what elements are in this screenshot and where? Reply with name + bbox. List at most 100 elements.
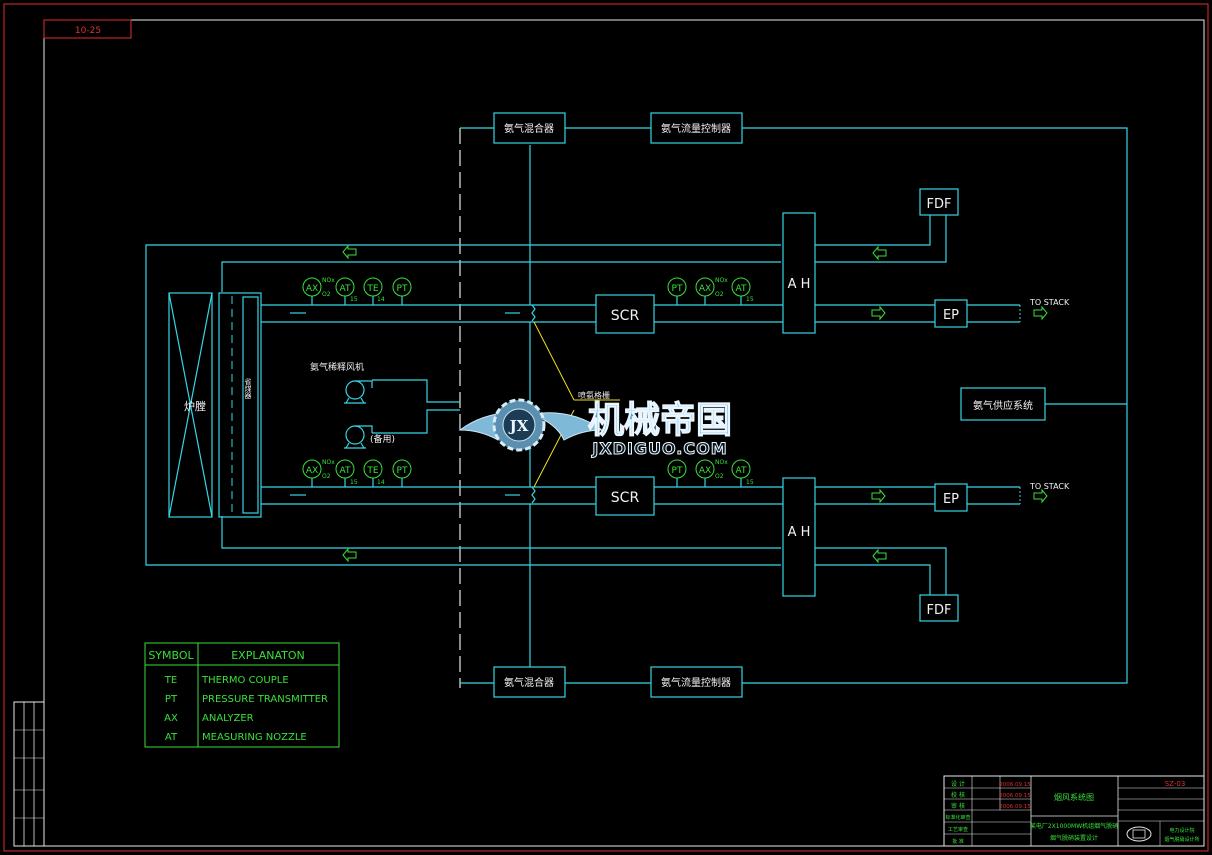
scr-reactor-lower: SCR (595, 476, 655, 516)
svg-text:TE: TE (164, 675, 177, 686)
fdf-fan-upper: FDF (919, 188, 959, 216)
flow-arrows (342, 244, 1048, 564)
svg-text:PT: PT (165, 694, 178, 705)
svg-text:(备用): (备用) (370, 433, 395, 445)
flue-gas-pipework (145, 127, 1128, 684)
svg-text:NOx: NOx (715, 459, 728, 466)
corner-tag-box (43, 19, 132, 39)
svg-text:O2: O2 (715, 473, 724, 480)
drawing-title: 烟风系统图 (1054, 792, 1094, 802)
svg-text:AX: AX (306, 466, 318, 476)
svg-text:O2: O2 (322, 473, 331, 480)
svg-text:EP: EP (943, 308, 959, 323)
svg-text:SCR: SCR (611, 308, 640, 324)
air-heater-upper: A H (782, 212, 816, 334)
svg-text:烟气脱硝装置设计: 烟气脱硝装置设计 (1050, 834, 1098, 842)
svg-text:NOx: NOx (322, 459, 335, 466)
svg-text:氨气流量控制器: 氨气流量控制器 (661, 676, 731, 689)
svg-text:AT: AT (736, 466, 747, 476)
svg-text:AT: AT (340, 284, 351, 294)
svg-text:MEASURING NOZZLE: MEASURING NOZZLE (202, 732, 307, 743)
svg-text:设 计: 设 计 (951, 780, 965, 788)
outer-frame (3, 3, 1209, 852)
svg-text:AX: AX (699, 466, 711, 476)
inner-frame (43, 19, 1205, 847)
ammonia-flow-controller-upper: 氨气流量控制器 (650, 112, 743, 144)
svg-text:2006.09.15: 2006.09.15 (999, 782, 1031, 788)
svg-text:PT: PT (672, 466, 683, 476)
svg-text:氨气混合器: 氨气混合器 (504, 676, 554, 689)
svg-text:工艺审查: 工艺审查 (948, 826, 968, 833)
svg-text:校 核: 校 核 (951, 791, 965, 799)
svg-text:NOx: NOx (322, 277, 335, 284)
economizer: 省煤器 (218, 292, 262, 518)
svg-text:JX: JX (508, 417, 529, 435)
svg-text:A H: A H (788, 277, 811, 292)
standby-fan-icon (344, 425, 373, 449)
svg-text:审 核: 审 核 (951, 802, 965, 810)
svg-text:THERMO COUPLE: THERMO COUPLE (201, 675, 289, 686)
svg-text:2006.09.15: 2006.09.15 (999, 804, 1031, 810)
svg-text:喷氨格栅: 喷氨格栅 (578, 390, 610, 400)
electrostatic-precipitator-lower: EP (934, 483, 968, 512)
air-heater-lower: A H (782, 477, 816, 597)
svg-text:氨气混合器: 氨气混合器 (504, 122, 554, 135)
ammonia-mixer-lower: 氨气混合器 (493, 666, 566, 698)
company-logo-icon (1126, 826, 1152, 842)
instruments-upper-left: AX NOx O2 AT 15 TE 14 PT (302, 277, 412, 305)
svg-text:AT: AT (165, 732, 178, 743)
svg-text:PT: PT (397, 466, 408, 476)
svg-text:标准化审查: 标准化审查 (945, 814, 970, 821)
svg-text:15: 15 (350, 296, 358, 303)
svg-text:15: 15 (350, 479, 358, 486)
svg-text:O2: O2 (715, 291, 724, 298)
svg-text:炉膛: 炉膛 (184, 399, 206, 413)
svg-text:EP: EP (943, 492, 959, 507)
svg-text:AX: AX (699, 284, 711, 294)
svg-text:AX: AX (164, 713, 178, 724)
svg-text:烟气脱硝设计所: 烟气脱硝设计所 (1164, 836, 1199, 843)
instruments-upper-right: PT AX NOx O2 AT 15 (667, 277, 754, 305)
watermark-logo: JX 机械帝国 JXDIGUO.COM (458, 398, 733, 459)
svg-text:氨气稀释风机: 氨气稀释风机 (310, 361, 364, 373)
svg-text:PT: PT (672, 284, 683, 294)
svg-text:AT: AT (736, 284, 747, 294)
electrostatic-precipitator-upper: EP (934, 299, 968, 328)
svg-text:PRESSURE TRANSMITTER: PRESSURE TRANSMITTER (202, 694, 328, 705)
dilution-fan-icon (344, 380, 373, 404)
svg-text:FDF: FDF (927, 197, 952, 212)
svg-text:电力设计院: 电力设计院 (1169, 827, 1194, 834)
svg-text:AX: AX (306, 284, 318, 294)
ammonia-flow-controller-lower: 氨气流量控制器 (650, 666, 743, 698)
ammonia-supply-system: 氨气供应系统 (960, 387, 1046, 421)
furnace: 炉膛 (168, 292, 213, 518)
svg-text:某电厂2X1000MW机组烟气脱硝: 某电厂2X1000MW机组烟气脱硝 (1030, 822, 1118, 830)
to-stack-lower: TO STACK (1029, 482, 1070, 491)
svg-text:A H: A H (788, 525, 811, 540)
corner-tag: 10-25 (75, 26, 101, 36)
svg-text:14: 14 (377, 296, 385, 303)
svg-text:15: 15 (746, 296, 754, 303)
svg-text:批 准: 批 准 (952, 838, 964, 845)
svg-text:氨气流量控制器: 氨气流量控制器 (661, 122, 731, 135)
svg-text:TE: TE (366, 284, 378, 294)
revision-strip (13, 701, 45, 847)
svg-text:15: 15 (746, 479, 754, 486)
title-block: 设 计 校 核 审 核 标准化审查 工艺审查 批 准 2006.09.15 20… (943, 775, 1205, 847)
instruments-lower-right: PT AX NOx O2 AT 15 (667, 459, 754, 487)
duct-flow-marks (290, 312, 520, 496)
svg-text:PT: PT (397, 284, 408, 294)
scr-reactor-upper: SCR (595, 294, 655, 334)
svg-text:机械帝国: 机械帝国 (588, 400, 732, 441)
legend-header-symbol: SYMBOL (148, 649, 194, 662)
drawing-number: SZ-03 (1165, 780, 1186, 788)
to-stack-upper: TO STACK (1029, 298, 1070, 307)
svg-text:JXDIGUO.COM: JXDIGUO.COM (591, 439, 727, 458)
svg-text:SCR: SCR (611, 490, 640, 506)
svg-text:2006.09.15: 2006.09.15 (999, 793, 1031, 799)
svg-text:NOx: NOx (715, 277, 728, 284)
legend-header-explanation: EXPLANATON (231, 649, 305, 662)
instruments-lower-left: AX NOx O2 AT 15 TE 14 PT (302, 459, 412, 487)
svg-text:ANALYZER: ANALYZER (202, 713, 254, 724)
